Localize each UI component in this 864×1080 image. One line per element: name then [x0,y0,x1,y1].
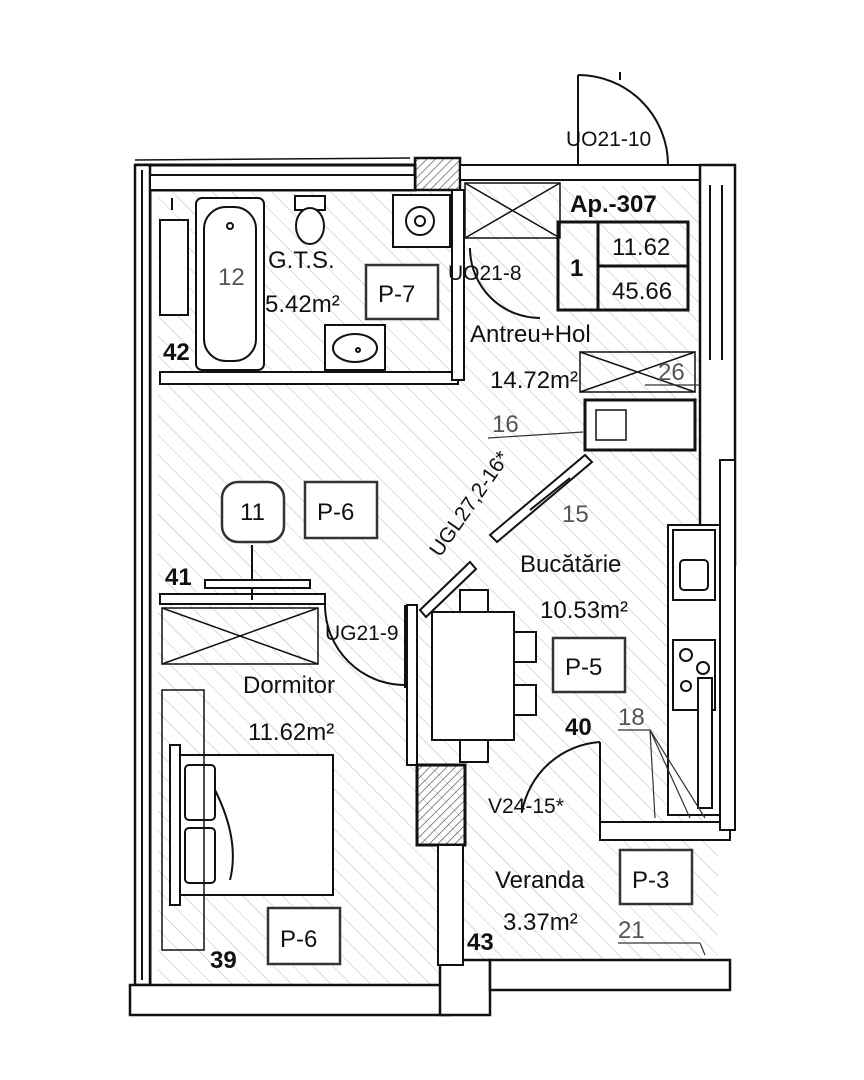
marker-42: 42 [163,339,190,366]
marker-18: 18 [618,704,645,731]
toilet [294,195,326,245]
bathtub [195,197,265,371]
dining-table [431,589,537,763]
door-label-bath: UO21-8 [448,262,522,285]
leader-lines [487,384,706,956]
area-living: 11.62 [612,234,670,261]
bucatarie-area: 10.53m² [540,597,628,624]
gts-tag: P-7 [378,281,415,308]
kitchen-counter [667,524,721,816]
marker-39: 39 [210,947,237,974]
rooms-count: 1 [570,255,583,282]
area-total: 45.66 [612,278,672,305]
living-tag: P-6 [317,499,354,526]
apartment-title: Ap.-307 [570,191,657,218]
bed [161,689,334,951]
antreu-name: Antreu+Hol [470,321,591,348]
apartment-info-box [556,220,690,312]
antreu-number: 16 [492,411,519,438]
marker-41: 41 [165,564,192,591]
bucatarie-name: Bucătărie [520,551,621,578]
dormitor-name: Dormitor [243,672,335,699]
room-tag-boxes [220,263,694,966]
storage-boxes [161,182,696,665]
veranda-area: 3.37m² [503,909,578,936]
veranda-tag: P-3 [632,867,669,894]
veranda-door [521,741,601,825]
outer-walls [128,156,737,1017]
bedroom-door [324,604,406,688]
bucatarie-tag: P-5 [565,654,602,681]
bucatarie-number: 15 [562,501,589,528]
entrance-door [577,72,669,166]
marker-40: 40 [565,714,592,741]
antreu-area: 14.72m² [490,367,578,394]
sink-vanity [324,324,386,371]
washing-machine [392,194,451,248]
labels: UO21-10 Ap.-307 [566,128,657,218]
door-label-bedroom: UG21-9 [325,622,399,645]
gts-name: G.T.S. [268,247,335,274]
shower-drain [159,198,189,316]
dormitor-area: 11.62m² [248,719,334,746]
marker-26: 26 [658,359,685,386]
marker-43: 43 [467,929,494,956]
dormitor-tag: P-6 [280,926,317,953]
gts-area: 5.42m² [265,291,340,318]
living-fixture [204,545,311,600]
sliding-door [418,453,594,619]
door-label-veranda: V24-15* [488,795,564,818]
veranda-name: Veranda [495,867,585,894]
door-label-entrance: UO21-10 [566,128,651,151]
gts-number: 12 [218,264,245,291]
veranda-number: 21 [618,917,645,944]
living-number: 11 [240,499,265,526]
bath-door [469,247,541,319]
